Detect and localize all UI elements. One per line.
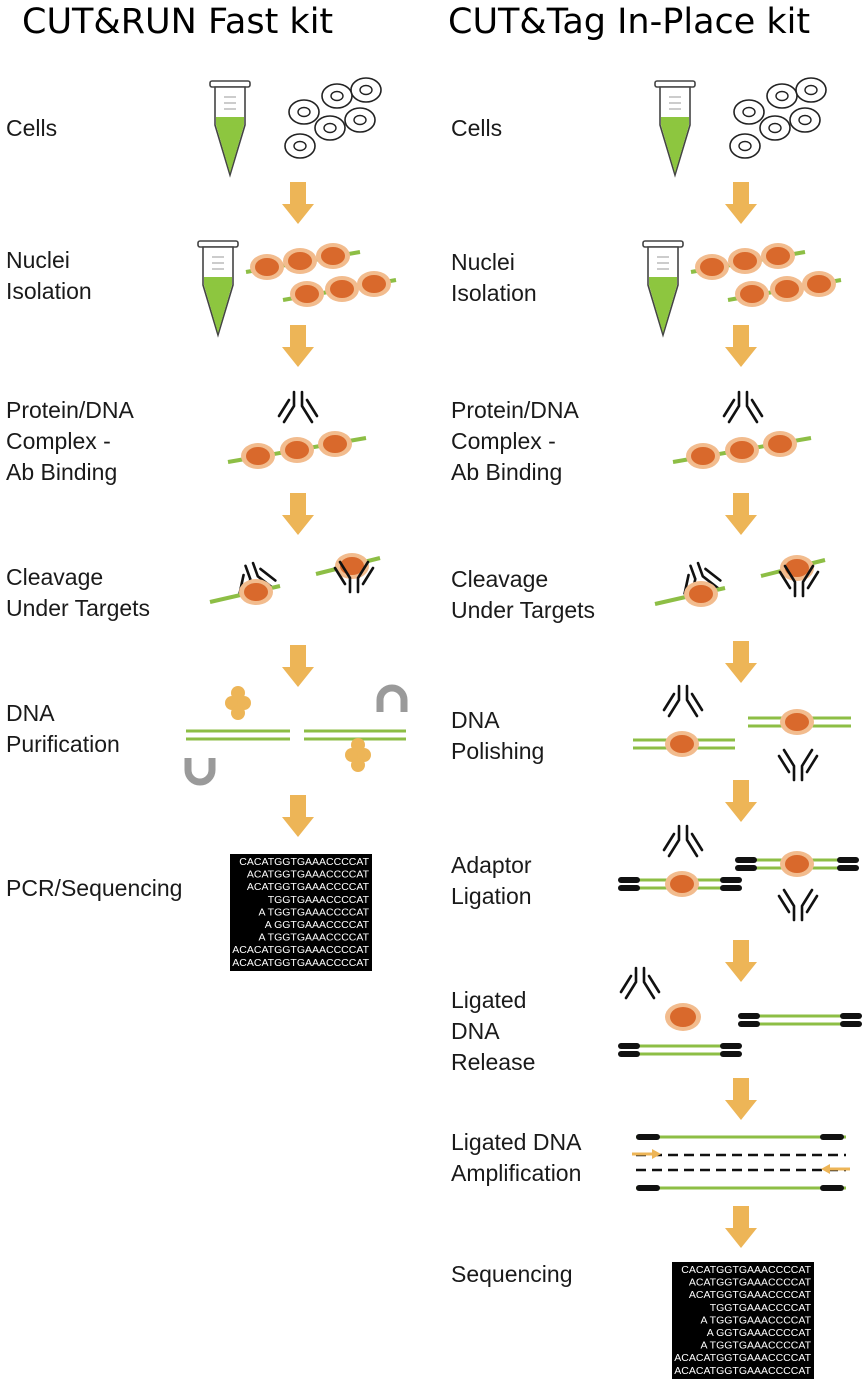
right-step-adaptor-ligation-label: Adaptor Ligation [451,852,532,909]
right-step-sequencing-label: Sequencing [451,1261,573,1287]
left-chromatin-icon [227,431,367,469]
right-cleaved-fragment-icon [654,556,726,607]
right-flow-arrow [725,182,757,224]
right-tube-icon [642,240,684,336]
sequence-read-line: A TGGTGAAACCCCAT [701,1314,812,1326]
left-flow-arrow [282,182,314,224]
right-flow-arrow [725,1078,757,1120]
sequence-read-line: TGGTGAAACCCCAT [268,894,370,906]
right-released-dna-icon [616,966,863,1059]
sequence-read-line: A GGTGAAACCCCAT [707,1327,812,1339]
left-cleaved-fragment-icon [315,553,381,594]
right-chromatin-icon [690,243,842,307]
right-cleaved-fragment-icon [760,555,826,598]
sequence-read-line: A TGGTGAAACCCCAT [701,1340,812,1352]
right-tube-icon [654,80,696,176]
right-cells-icon [729,77,827,159]
left-tube-icon [209,80,251,176]
left-flow-arrow [282,645,314,687]
right-step-ligated-dna-amplification-label: Ligated DNA Amplification [451,1129,582,1186]
left-step-nuclei-isolation-label: Nuclei Isolation [6,247,92,304]
right-step-ab-binding-label: Protein/DNA Complex - Ab Binding [451,397,579,485]
right-polished-dna-icon [633,684,851,782]
right-amplification-icon [632,1134,850,1191]
right-step-cells-label: Cells [451,115,503,141]
left-flow-arrow [282,795,314,837]
left-step-cleavage-label: Cleavage Under Targets [6,564,151,621]
left-sequencing-reads-panel: CACATGGTGAAACCCCATACATGGTGAAACCCCATACATG… [230,854,372,971]
left-step-dna-purification-label: DNA Purification [6,700,120,757]
right-flow-arrow [725,325,757,367]
right-step-dna-polishing-label: DNA Polishing [451,707,545,764]
right-sequencing-reads-panel: CACATGGTGAAACCCCATACATGGTGAAACCCCATACATG… [672,1262,814,1379]
sequence-read-line: ACATGGTGAAACCCCAT [689,1289,812,1301]
left-step-ab-binding-label: Protein/DNA Complex - Ab Binding [6,397,134,485]
left-kit-title: CUT&RUN Fast kit [22,2,334,42]
sequence-read-line: A GGTGAAACCCCAT [265,919,370,931]
right-chromatin-icon [672,431,812,469]
sequence-read-line: ACACATGGTGAAACCCCAT [674,1365,811,1377]
right-flow-arrow [725,940,757,982]
right-step-nuclei-isolation-label: Nuclei Isolation [451,249,537,306]
sequence-read-line: CACATGGTGAAACCCCAT [681,1264,811,1276]
left-purification-icon [184,684,408,786]
left-tube-icon [197,240,239,336]
right-flow-arrow [725,780,757,822]
sequence-read-line: ACATGGTGAAACCCCAT [247,881,370,893]
sequence-read-line: ACACATGGTGAAACCCCAT [674,1352,811,1364]
right-flow-arrow [725,1206,757,1248]
right-step-ligated-dna-release-label: Ligated DNA Release [451,987,536,1075]
sequence-read-line: ACACATGGTGAAACCCCAT [232,957,369,969]
left-antibody-icon [277,390,319,424]
left-step-pcr-sequencing-label: PCR/Sequencing [6,875,183,901]
right-antibody-icon [722,390,764,424]
right-adaptor-ligated-dna-icon [616,824,861,922]
left-flow-arrow [282,493,314,535]
sequence-read-line: TGGTGAAACCCCAT [710,1302,812,1314]
left-step-cells-label: Cells [6,115,58,141]
left-chromatin-icon [245,243,397,307]
sequence-read-line: CACATGGTGAAACCCCAT [239,856,369,868]
sequence-read-line: ACACATGGTGAAACCCCAT [232,944,369,956]
right-flow-arrow [725,493,757,535]
sequence-read-line: ACATGGTGAAACCCCAT [247,869,370,881]
sequence-read-line: ACATGGTGAAACCCCAT [689,1277,812,1289]
left-cells-icon [284,77,382,159]
sequence-read-line: A TGGTGAAACCCCAT [259,906,370,918]
right-kit-title: CUT&Tag In-Place kit [448,2,811,42]
left-cleaved-fragment-icon [209,556,281,605]
right-flow-arrow [725,641,757,683]
left-flow-arrow [282,325,314,367]
sequence-read-line: A TGGTGAAACCCCAT [259,932,370,944]
right-step-cleavage-label: Cleavage Under Targets [451,566,596,623]
